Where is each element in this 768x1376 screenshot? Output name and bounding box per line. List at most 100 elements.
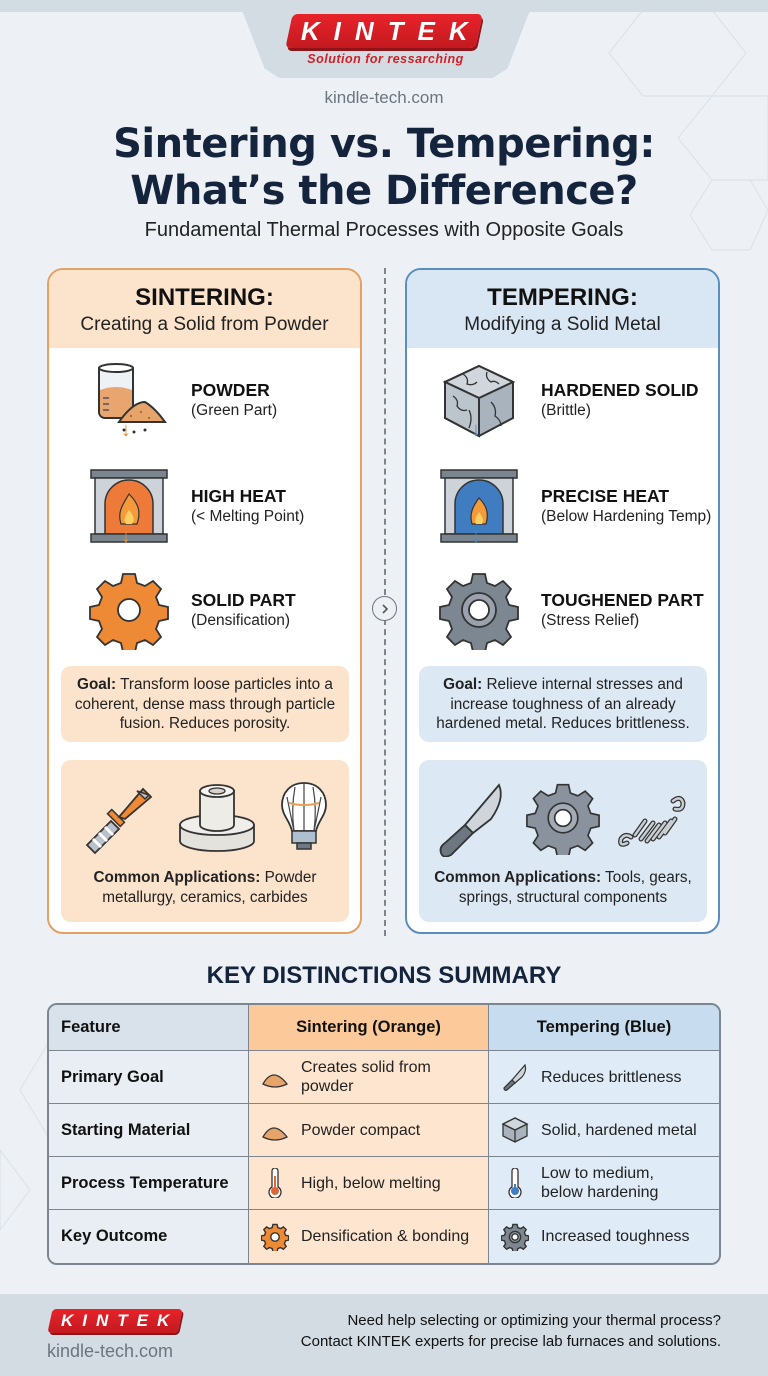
step-note: (Stress Relief) xyxy=(541,612,640,629)
gear-icon xyxy=(261,1223,289,1251)
summary-table: Feature Sintering (Orange) Tempering (Bl… xyxy=(47,1003,721,1265)
sintering-goal: Goal: Transform loose particles into a c… xyxy=(61,666,349,742)
tempering-value: Reduces brittleness xyxy=(541,1068,682,1086)
table-row: Primary Goal Creates solid from powder R… xyxy=(49,1051,719,1104)
header-sintering: Sintering (Orange) xyxy=(249,1005,489,1051)
step-note: (Densification) xyxy=(191,612,291,629)
sintering-applications: Common Applications: Powder metallurgy, … xyxy=(61,760,349,922)
arrow-down-icon: ↓ xyxy=(471,525,481,547)
step-label: HIGH HEAT xyxy=(191,486,286,506)
furnace-icon xyxy=(439,466,519,546)
sintering-value: High, below melting xyxy=(301,1174,441,1192)
gear-icon xyxy=(501,1223,529,1251)
goal-text: Relieve internal stresses and increase t… xyxy=(436,676,690,732)
tempering-header: TEMPERING: Modifying a Solid Metal xyxy=(407,270,718,348)
sintering-step-solid: SOLID PART (Densification) xyxy=(89,570,296,650)
sintering-value: Creates solid from powder xyxy=(301,1059,431,1095)
row-feature: Process Temperature xyxy=(49,1157,249,1210)
kintek-logo[interactable]: KINTEK xyxy=(285,14,483,50)
footer-brand: KINTEK xyxy=(60,1311,179,1330)
step-label: HARDENED SOLID xyxy=(541,380,699,400)
knife-icon xyxy=(503,1063,527,1091)
spring-icon xyxy=(617,795,686,847)
ceramic-bushing-icon xyxy=(179,784,255,852)
footer-domain[interactable]: kindle-tech.com xyxy=(47,1341,174,1361)
step-label: SOLID PART xyxy=(191,590,296,610)
row-feature: Primary Goal xyxy=(49,1051,249,1104)
site-domain[interactable]: kindle-tech.com xyxy=(324,88,444,107)
apps-text: Powder metallurgy, ceramics, carbides xyxy=(102,869,317,906)
step-note: (Below Hardening Temp) xyxy=(541,508,712,525)
step-label: POWDER xyxy=(191,380,270,400)
header-feature: Feature xyxy=(49,1005,249,1051)
powder-beaker-icon xyxy=(89,360,169,440)
apps-label: Common Applications: xyxy=(434,869,602,886)
cta-line-2: Contact KINTEK experts for precise lab f… xyxy=(300,1333,721,1350)
table-row: Key Outcome Densification & bonding Incr… xyxy=(49,1210,719,1263)
gear-icon xyxy=(526,783,600,855)
tempering-value: Increased toughness xyxy=(541,1228,690,1245)
sintering-step-powder: POWDER (Green Part) xyxy=(89,360,277,440)
furnace-icon xyxy=(89,466,169,546)
header-tempering: Tempering (Blue) xyxy=(489,1005,719,1051)
step-note: (< Melting Point) xyxy=(191,508,305,525)
step-label: PRECISE HEAT xyxy=(541,486,670,506)
tempering-value: Solid, hardened metal xyxy=(541,1121,697,1139)
tempering-step-hardened: HARDENED SOLID (Brittle) xyxy=(439,360,699,440)
footer-cta: Need help selecting or optimizing your t… xyxy=(301,1310,721,1352)
row-feature: Starting Material xyxy=(49,1104,249,1157)
apps-text: Tools, gears, springs, structural compon… xyxy=(458,869,692,906)
tempering-goal: Goal: Relieve internal stresses and incr… xyxy=(419,666,707,742)
gear-icon xyxy=(89,570,169,650)
apps-label: Common Applications: xyxy=(93,869,261,886)
brand-tagline: Solution for ressarching xyxy=(307,52,464,66)
applications-text: Common Applications: Tools, gears, sprin… xyxy=(419,860,707,907)
sintering-subtitle: Creating a Solid from Powder xyxy=(80,314,329,335)
arrow-down-icon: ↓ xyxy=(121,525,131,547)
page-subtitle: Fundamental Thermal Processes with Oppos… xyxy=(144,219,624,241)
powder-pile-icon xyxy=(262,1127,289,1141)
powder-pile-icon xyxy=(262,1074,289,1088)
footer-kintek-logo[interactable]: KINTEK xyxy=(47,1309,183,1333)
drill-bit-icon xyxy=(85,787,152,855)
tempering-value: Low to medium, below hardening xyxy=(541,1165,659,1201)
sintering-panel: SINTERING: Creating a Solid from Powder … xyxy=(47,268,362,934)
cube-icon xyxy=(501,1117,529,1143)
gear-icon xyxy=(439,570,519,650)
step-note: (Green Part) xyxy=(191,402,278,419)
applications-text: Common Applications: Powder metallurgy, … xyxy=(61,860,349,907)
brand-name: KINTEK xyxy=(300,15,482,46)
arrow-down-icon: ↓ xyxy=(471,419,481,441)
thermometer-hot-icon xyxy=(268,1168,282,1198)
goal-label: Goal: xyxy=(77,676,117,693)
title-line-2: What’s the Difference? xyxy=(130,168,638,214)
goal-label: Goal: xyxy=(443,676,483,693)
tempering-title: TEMPERING: xyxy=(487,284,638,311)
light-bulb-icon xyxy=(281,782,328,850)
tempering-step-toughened: TOUGHENED PART (Stress Relief) xyxy=(439,570,704,650)
tempering-step-heat: PRECISE HEAT (Below Hardening Temp) xyxy=(439,466,711,546)
knife-icon xyxy=(439,783,502,857)
sintering-title: SINTERING: xyxy=(135,284,274,311)
table-row: Process Temperature High, below melting … xyxy=(49,1157,719,1210)
cta-line-1: Need help selecting or optimizing your t… xyxy=(347,1312,721,1329)
table-header-row: Feature Sintering (Orange) Tempering (Bl… xyxy=(49,1005,719,1051)
step-note: (Brittle) xyxy=(541,402,591,419)
sintering-step-heat: HIGH HEAT (< Melting Point) xyxy=(89,466,304,546)
title-line-1: Sintering vs. Tempering: xyxy=(113,121,655,167)
tempering-applications: Common Applications: Tools, gears, sprin… xyxy=(419,760,707,922)
summary-title: KEY DISTINCTIONS SUMMARY xyxy=(206,962,562,989)
chevron-right-icon xyxy=(372,596,397,621)
row-feature: Key Outcome xyxy=(49,1210,249,1263)
sintering-value: Powder compact xyxy=(301,1121,421,1139)
table-row: Starting Material Powder compact Solid, … xyxy=(49,1104,719,1157)
sintering-value: Densification & bonding xyxy=(301,1228,470,1245)
step-label: TOUGHENED PART xyxy=(541,590,704,610)
goal-text: Transform loose particles into a coheren… xyxy=(74,676,336,732)
sintering-header: SINTERING: Creating a Solid from Powder xyxy=(49,270,360,348)
page-title: Sintering vs. Tempering: What’s the Diff… xyxy=(0,121,768,215)
cracked-cube-icon xyxy=(439,360,519,440)
tempering-subtitle: Modifying a Solid Metal xyxy=(464,314,661,335)
tempering-panel: TEMPERING: Modifying a Solid Metal HARDE… xyxy=(405,268,720,934)
arrow-down-icon: ↓ xyxy=(121,419,131,441)
